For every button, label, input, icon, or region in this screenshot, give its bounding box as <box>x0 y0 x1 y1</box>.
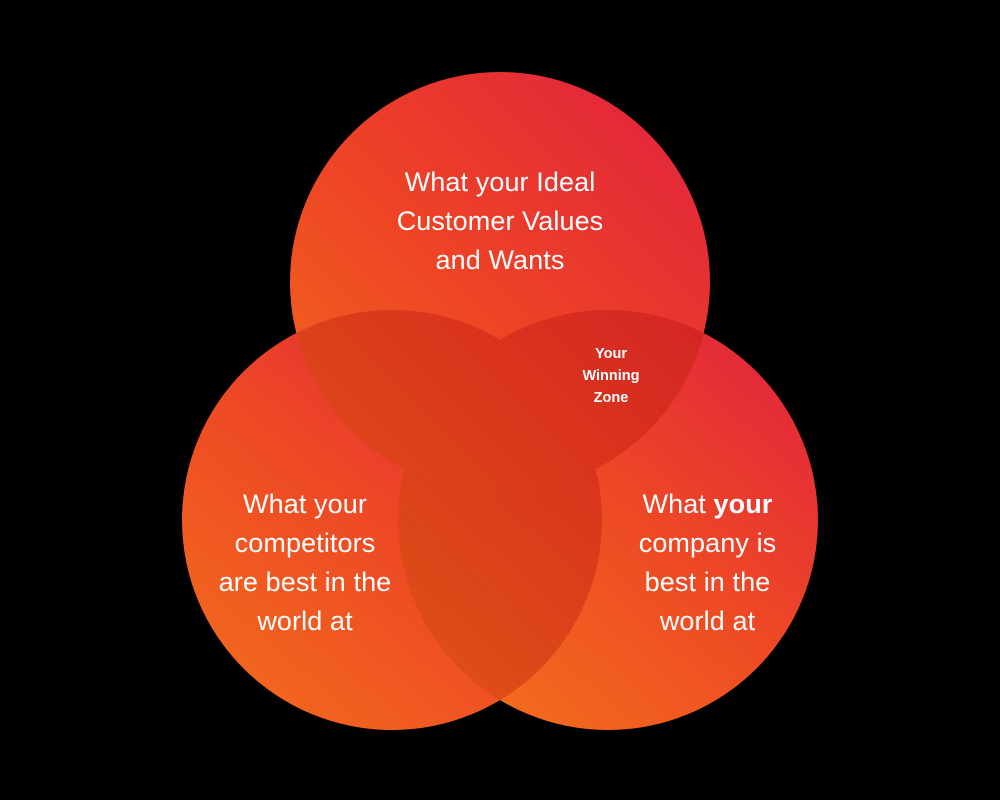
venn-diagram: What your Ideal Customer Values and Want… <box>182 72 818 730</box>
venn-circles-graphic <box>182 72 818 730</box>
